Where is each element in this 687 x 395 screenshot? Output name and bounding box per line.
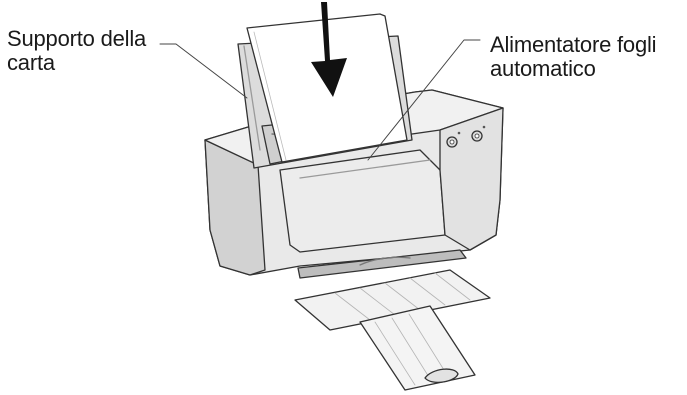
output-tray-extension xyxy=(359,305,476,391)
resume-button-icon xyxy=(471,130,483,142)
down-arrow-icon xyxy=(311,2,347,97)
tray-grip xyxy=(424,368,459,384)
callout-auto-sheet-feeder-line2: automatico xyxy=(490,56,596,81)
leader-line-auto-feeder xyxy=(367,39,481,161)
callout-paper-support-line1: Supporto della xyxy=(7,26,147,51)
leader-line-paper-support xyxy=(159,43,248,99)
power-button-icon xyxy=(446,136,458,148)
callout-paper-support: Supporto della carta xyxy=(7,27,146,75)
paper-exit-slot xyxy=(297,249,467,279)
printer-right-panel xyxy=(439,107,504,251)
paper-stack xyxy=(246,13,408,163)
callout-auto-sheet-feeder: Alimentatore fogli automatico xyxy=(490,32,657,81)
callout-paper-support-line2: carta xyxy=(7,50,55,75)
output-tray xyxy=(294,269,491,331)
callout-auto-sheet-feeder-line1: Alimentatore fogli xyxy=(490,32,657,57)
